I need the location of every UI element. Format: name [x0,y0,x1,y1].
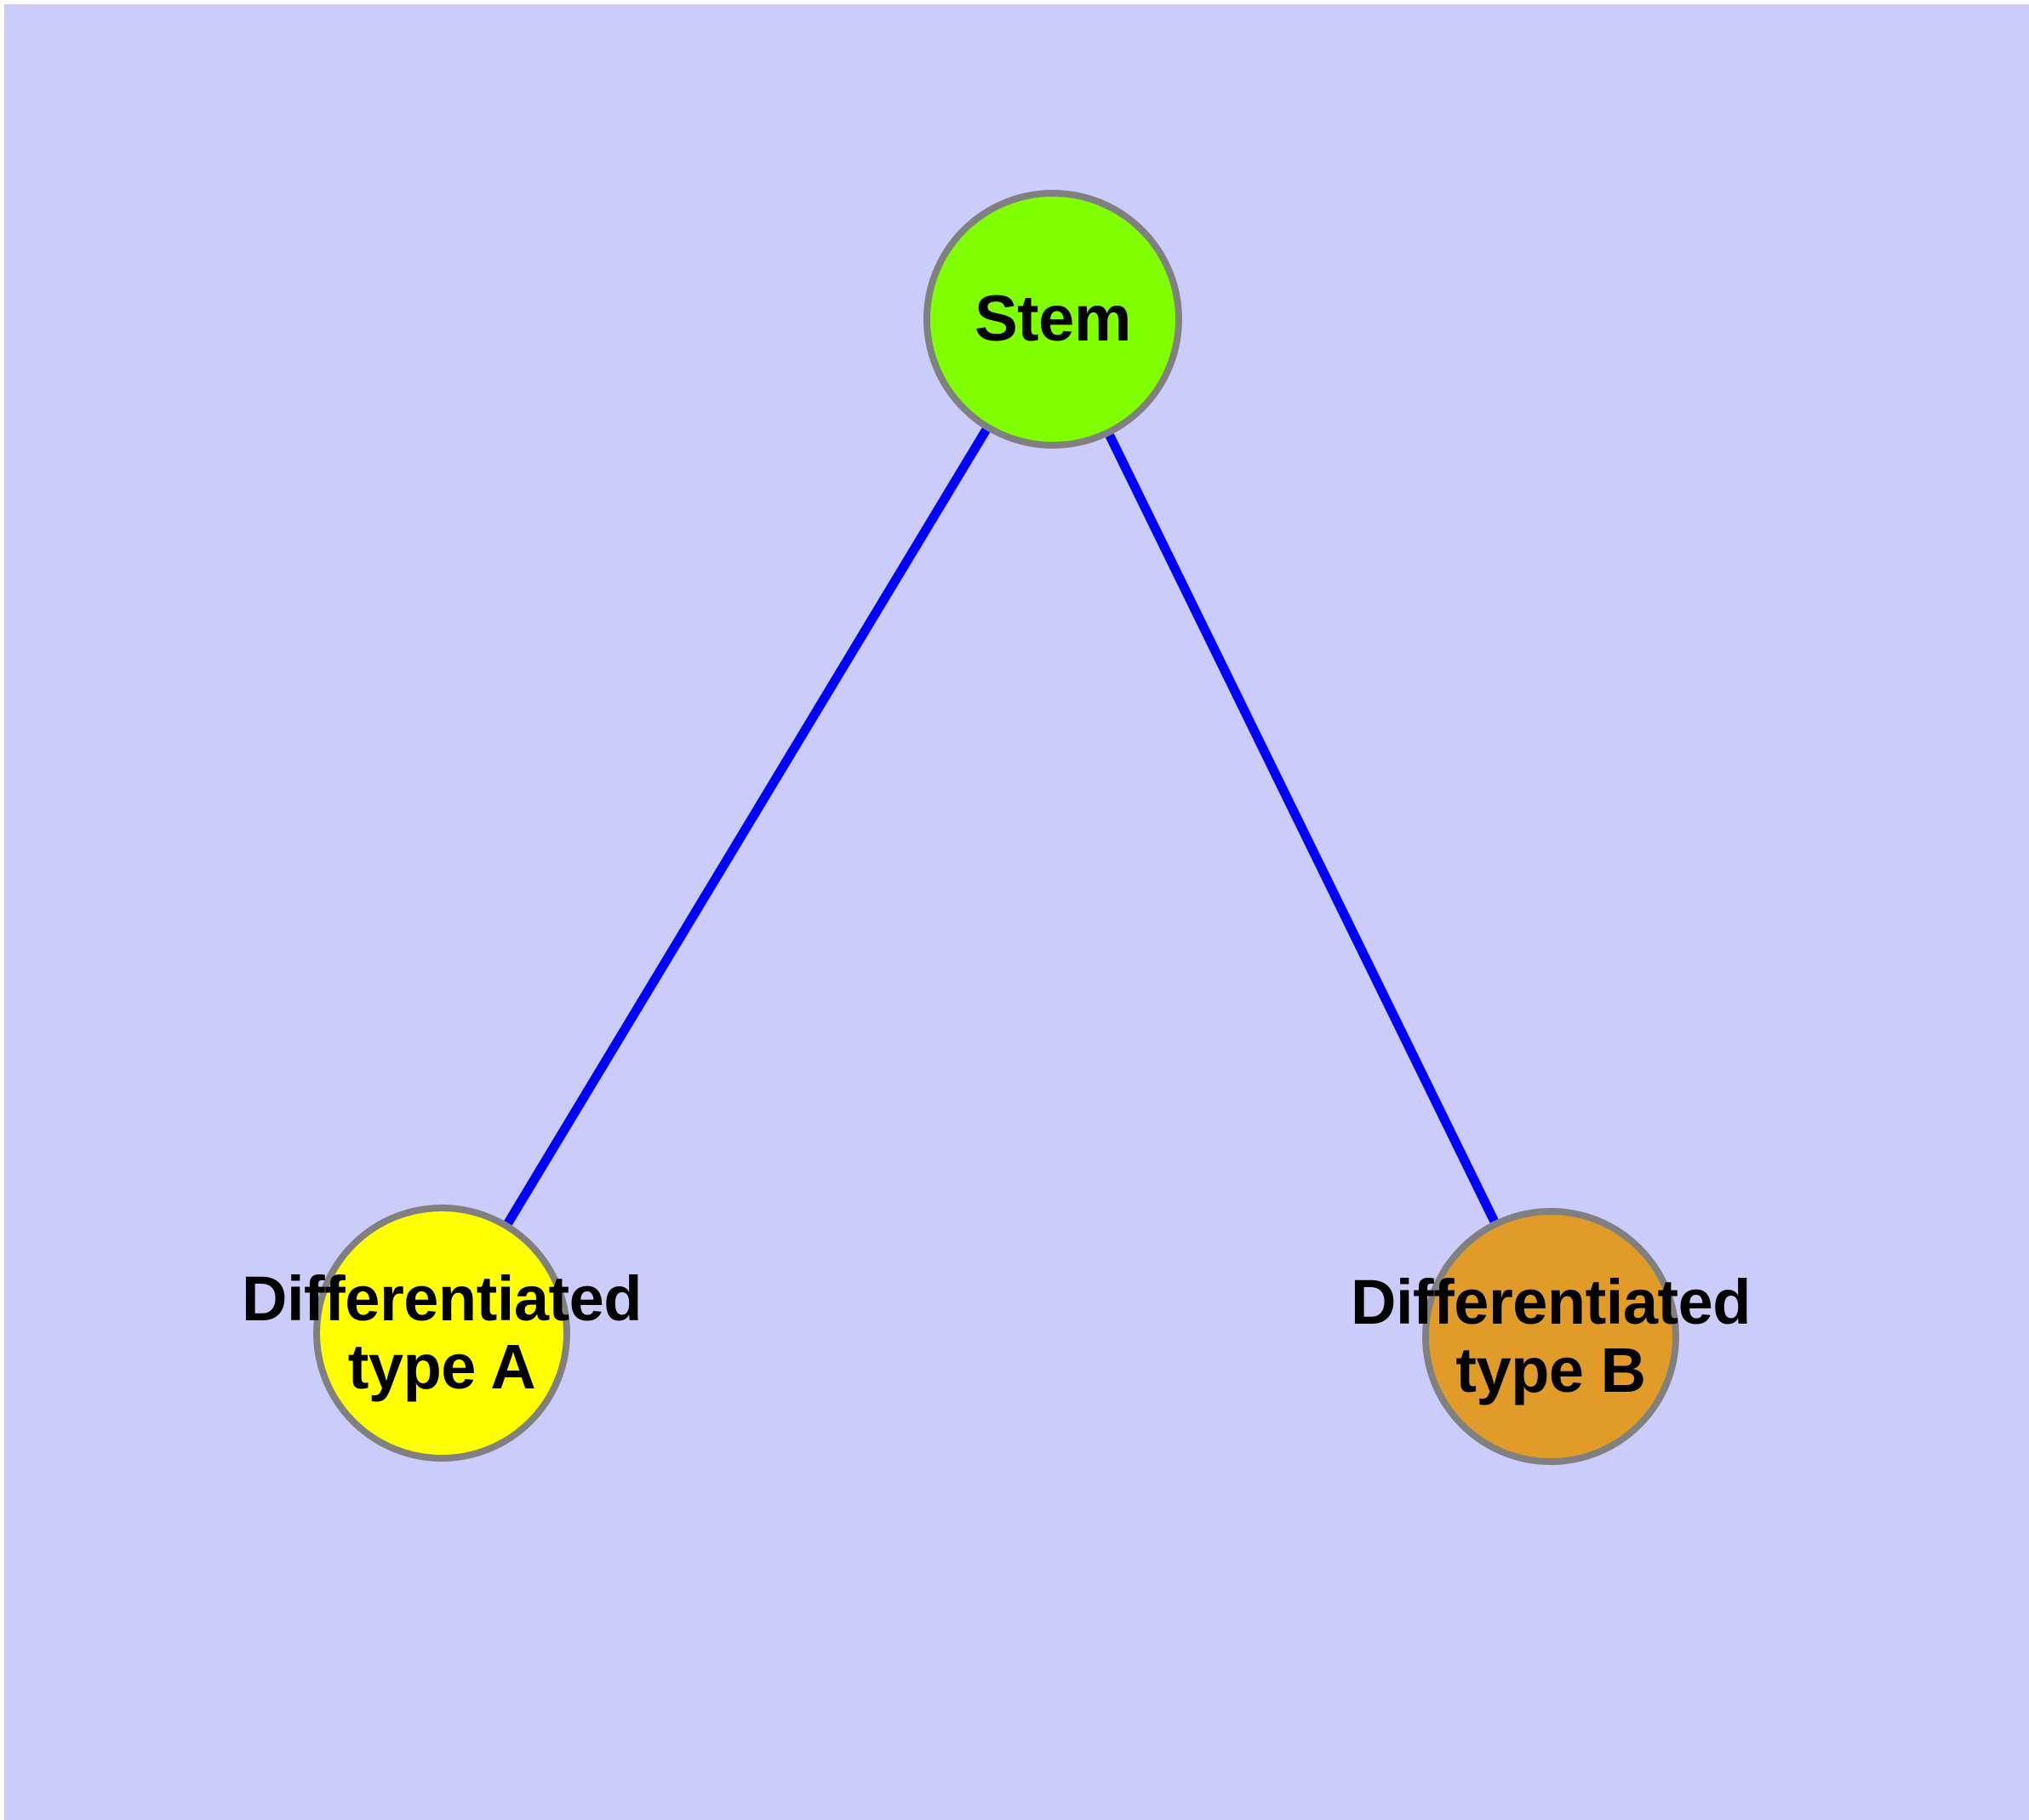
node-layer [313,190,1679,1465]
graph-edge-stem-to-a[interactable] [504,427,991,1226]
graph-node-stem[interactable] [923,190,1182,449]
graph-node-diff_a[interactable] [313,1205,570,1462]
edge-layer [504,427,1499,1226]
graph-edge-stem-to-b[interactable] [1105,433,1499,1223]
graph-node-diff_b[interactable] [1422,1208,1679,1465]
